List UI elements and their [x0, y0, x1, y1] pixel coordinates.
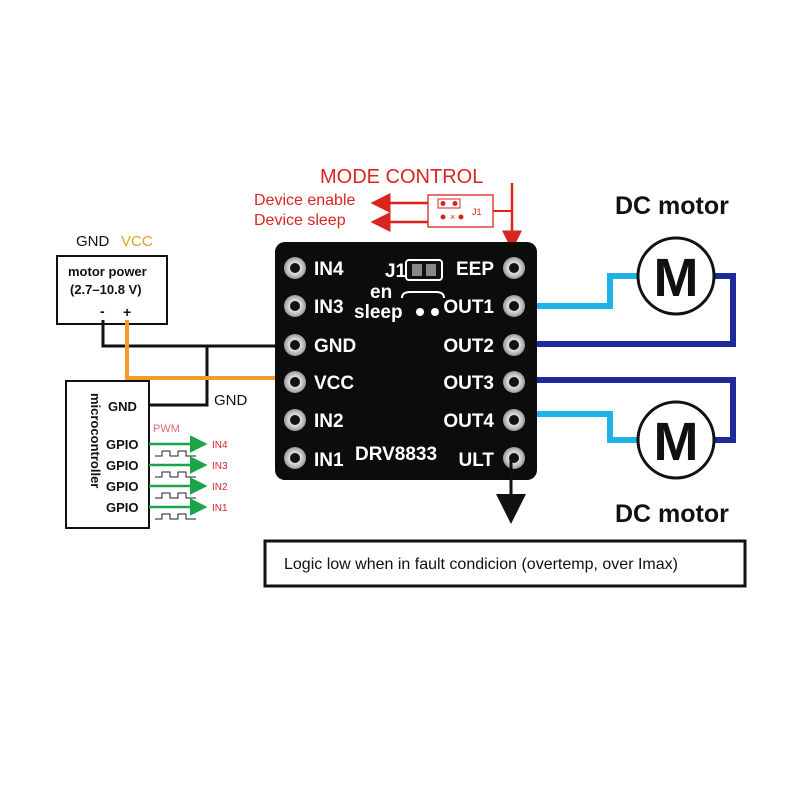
gpio-label: GPIO: [106, 479, 139, 494]
left-pin-labels: IN4 IN3 GND VCC IN2 IN1: [314, 259, 356, 471]
motor-power-box: [56, 255, 168, 325]
jumper-schematic-label: J1: [472, 207, 482, 217]
gnd-wire-to-micro: [147, 346, 209, 407]
pin-label-out1: OUT1: [443, 297, 494, 318]
out1-wire: [528, 273, 640, 309]
pwm-label: PWM: [153, 423, 180, 435]
device-enable-label: Device enable: [254, 192, 356, 209]
gpio-list: GPIO GPIO GPIO GPIO: [106, 437, 139, 515]
pin-label-ult: ULT: [458, 450, 494, 471]
vcc-wire: [125, 320, 290, 380]
signal-label: IN4: [212, 440, 228, 451]
motor-power-range: (2.7–10.8 V): [70, 282, 142, 297]
pin-label-in3: IN3: [314, 297, 344, 318]
pin-label-in2: IN2: [314, 411, 344, 432]
microcontroller-box: [65, 380, 150, 529]
right-pin-labels: EEP OUT1 OUT2 OUT3 OUT4 ULT: [443, 259, 494, 471]
power-vcc-label: VCC: [121, 233, 153, 250]
pin-label-out2: OUT2: [443, 336, 494, 357]
microcontroller-title: microcontroller: [88, 393, 103, 488]
signal-label: IN1: [212, 503, 228, 514]
out2-wire: [528, 273, 736, 347]
bottom-motor-label: DC motor: [615, 500, 729, 528]
left-pin-pads: [284, 257, 306, 469]
bottom-motor-symbol: M: [654, 412, 699, 472]
board-en-label: en: [370, 282, 392, 303]
out3-wire: [528, 377, 736, 443]
pin-label-out4: OUT4: [443, 411, 494, 432]
power-gnd-label: GND: [76, 233, 110, 250]
pin-label-in1: IN1: [314, 450, 344, 471]
gnd-wire: [101, 320, 290, 348]
svg-text:×: ×: [450, 212, 455, 222]
power-minus: -: [100, 303, 105, 319]
signal-labels: IN4 IN3 IN2 IN1: [212, 440, 228, 514]
drv8833-board: [275, 242, 537, 480]
pwm-waveforms: [155, 450, 196, 520]
fault-note-box: [263, 539, 747, 588]
board-sleep-label: sleep: [354, 302, 403, 323]
pin-label-out3: OUT3: [443, 373, 494, 394]
top-motor-symbol: M: [654, 248, 699, 308]
pin-label-eep: EEP: [456, 259, 494, 280]
pin-label-vcc: VCC: [314, 373, 354, 394]
motor-power-title: motor power: [68, 264, 147, 279]
board-name: DRV8833: [355, 444, 437, 465]
out4-wire: [528, 411, 640, 443]
micro-gnd-label: GND: [108, 399, 137, 414]
power-plus: +: [123, 304, 131, 320]
device-sleep-label: Device sleep: [254, 212, 346, 229]
gpio-label: GPIO: [106, 500, 139, 515]
signal-label: IN3: [212, 461, 228, 472]
bottom-motor: [636, 400, 716, 480]
mode-control-title: MODE CONTROL: [320, 166, 483, 188]
external-gnd-label: GND: [214, 392, 248, 409]
signal-arrows: [149, 435, 208, 516]
fault-note-text: Logic low when in fault condicion (overt…: [284, 556, 678, 573]
top-motor: [636, 236, 716, 316]
board-jumper-bracket: [401, 291, 445, 299]
pin-label-in4: IN4: [314, 259, 344, 280]
gpio-label: GPIO: [106, 458, 139, 473]
signal-label: IN2: [212, 482, 228, 493]
right-pin-pads: [503, 257, 525, 469]
board-jumper: [405, 259, 443, 281]
board-jumper-label: J1: [385, 261, 407, 282]
gpio-label: GPIO: [106, 437, 139, 452]
pin-label-gnd: GND: [314, 336, 356, 357]
top-motor-label: DC motor: [615, 192, 729, 220]
